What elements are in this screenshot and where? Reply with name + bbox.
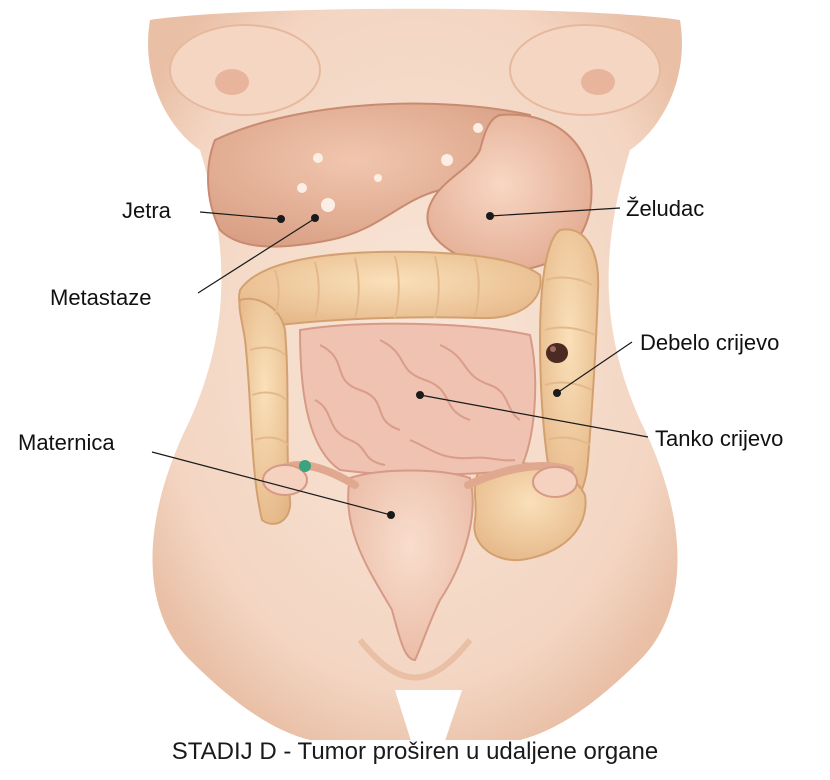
label-tanko-crijevo: Tanko crijevo — [655, 428, 783, 450]
left-breast — [170, 25, 320, 115]
colon-tumor-highlight — [550, 346, 556, 352]
left-nipple — [215, 69, 249, 95]
metastasis-spot — [321, 198, 335, 212]
pointer-dot-metastaze — [311, 214, 319, 222]
label-maternica: Maternica — [18, 432, 115, 454]
right-nipple — [581, 69, 615, 95]
label-jetra: Jetra — [122, 200, 171, 222]
metastasis-spot — [441, 154, 453, 166]
small-intestine — [300, 324, 535, 475]
right-ovary — [533, 467, 577, 497]
pointer-dot-debelo-crijevo — [553, 389, 561, 397]
pointer-dot-zeludac — [486, 212, 494, 220]
metastasis-spot — [374, 174, 382, 182]
transverse-colon — [239, 252, 541, 326]
label-debelo-crijevo: Debelo crijevo — [640, 332, 779, 354]
metastasis-spot — [297, 183, 307, 193]
colon-tumor — [546, 343, 568, 363]
ovary-metastasis-marker — [299, 460, 311, 472]
metastasis-spot — [473, 123, 483, 133]
pointer-dot-jetra — [277, 215, 285, 223]
label-metastaze: Metastaze — [50, 287, 152, 309]
pointer-dot-maternica — [387, 511, 395, 519]
stage-caption: STADIJ D - Tumor proširen u udaljene org… — [0, 738, 830, 766]
pointer-dot-tanko-crijevo — [416, 391, 424, 399]
metastasis-spot — [313, 153, 323, 163]
right-breast — [510, 25, 660, 115]
label-zeludac: Želudac — [626, 198, 704, 220]
